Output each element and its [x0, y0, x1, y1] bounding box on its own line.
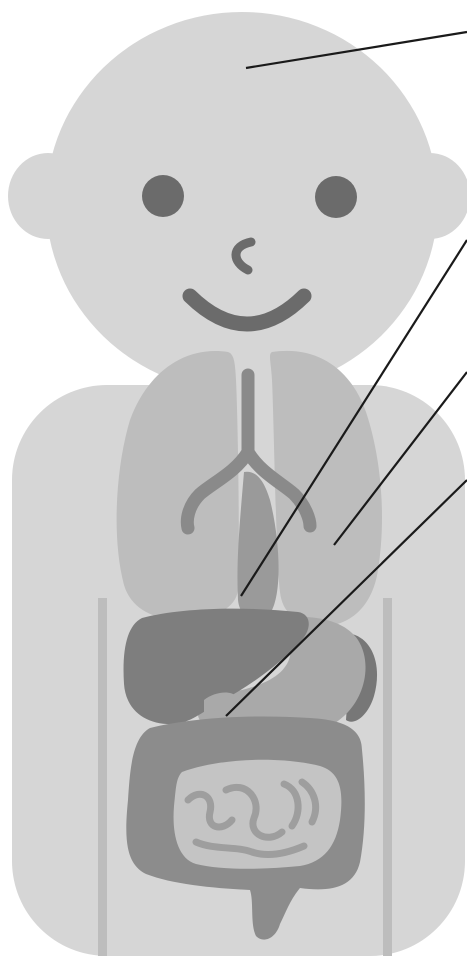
left-arm-separator: [98, 598, 107, 956]
right-eye: [315, 176, 357, 218]
right-arm-separator: [383, 598, 392, 956]
left-eye: [142, 175, 184, 217]
head: [46, 12, 438, 392]
